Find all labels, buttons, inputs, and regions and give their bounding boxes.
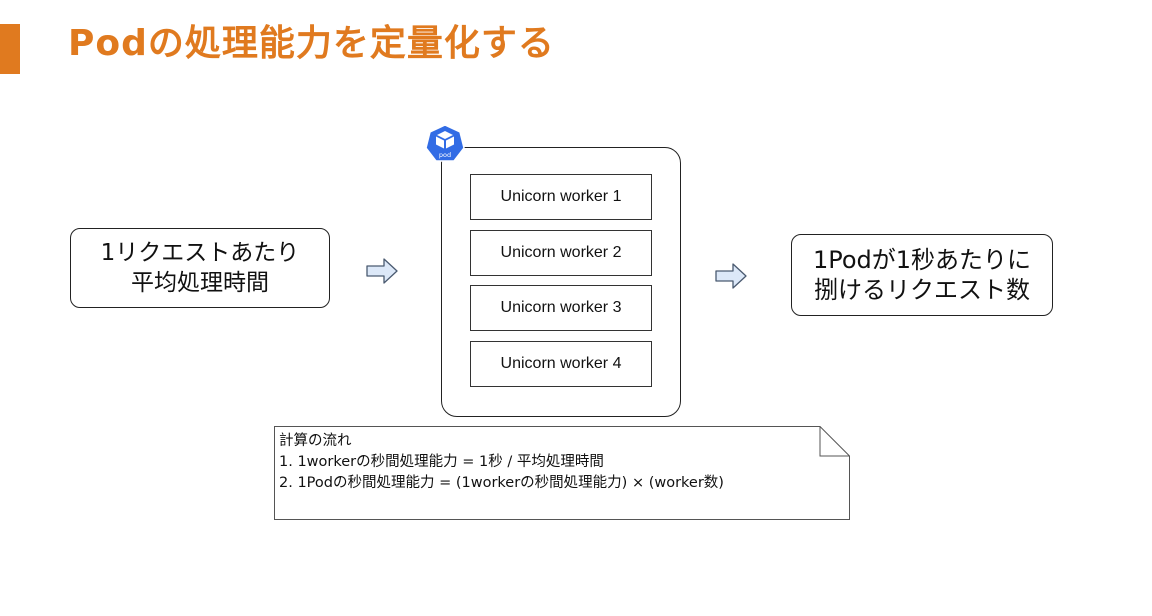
input-box-average-processing-time: 1リクエストあたり 平均処理時間: [70, 228, 330, 308]
worker-box: Unicorn worker 1: [470, 174, 652, 220]
note-shape: [274, 426, 850, 520]
pod-icon-label: pod: [439, 151, 451, 159]
right-arrow-icon: [715, 263, 747, 289]
output-box-requests-per-second: 1Podが1秒あたりに 捌けるリクエスト数: [791, 234, 1053, 316]
kubernetes-pod-icon: pod: [425, 124, 465, 162]
note-text: 計算の流れ 1. 1workerの秒間処理能力 = 1秒 / 平均処理時間 2.…: [279, 431, 724, 494]
worker-box: Unicorn worker 2: [470, 230, 652, 276]
input-box-line2: 平均処理時間: [131, 270, 269, 296]
slide-title: Podの処理能力を定量化する: [68, 23, 555, 64]
note-title: 計算の流れ: [279, 433, 352, 449]
input-box-line1: 1リクエストあたり: [100, 240, 300, 266]
output-box-line2: 捌けるリクエスト数: [814, 276, 1030, 304]
right-arrow-icon: [366, 258, 398, 284]
output-box-line1: 1Podが1秒あたりに: [812, 246, 1032, 274]
worker-box: Unicorn worker 3: [470, 285, 652, 331]
worker-box: Unicorn worker 4: [470, 341, 652, 387]
note-line-2: 2. 1Podの秒間処理能力 = (1workerの秒間処理能力) × (wor…: [279, 475, 724, 491]
title-accent-bar: [0, 24, 20, 74]
note-line-1: 1. 1workerの秒間処理能力 = 1秒 / 平均処理時間: [279, 454, 604, 470]
calculation-note: 計算の流れ 1. 1workerの秒間処理能力 = 1秒 / 平均処理時間 2.…: [274, 426, 850, 520]
